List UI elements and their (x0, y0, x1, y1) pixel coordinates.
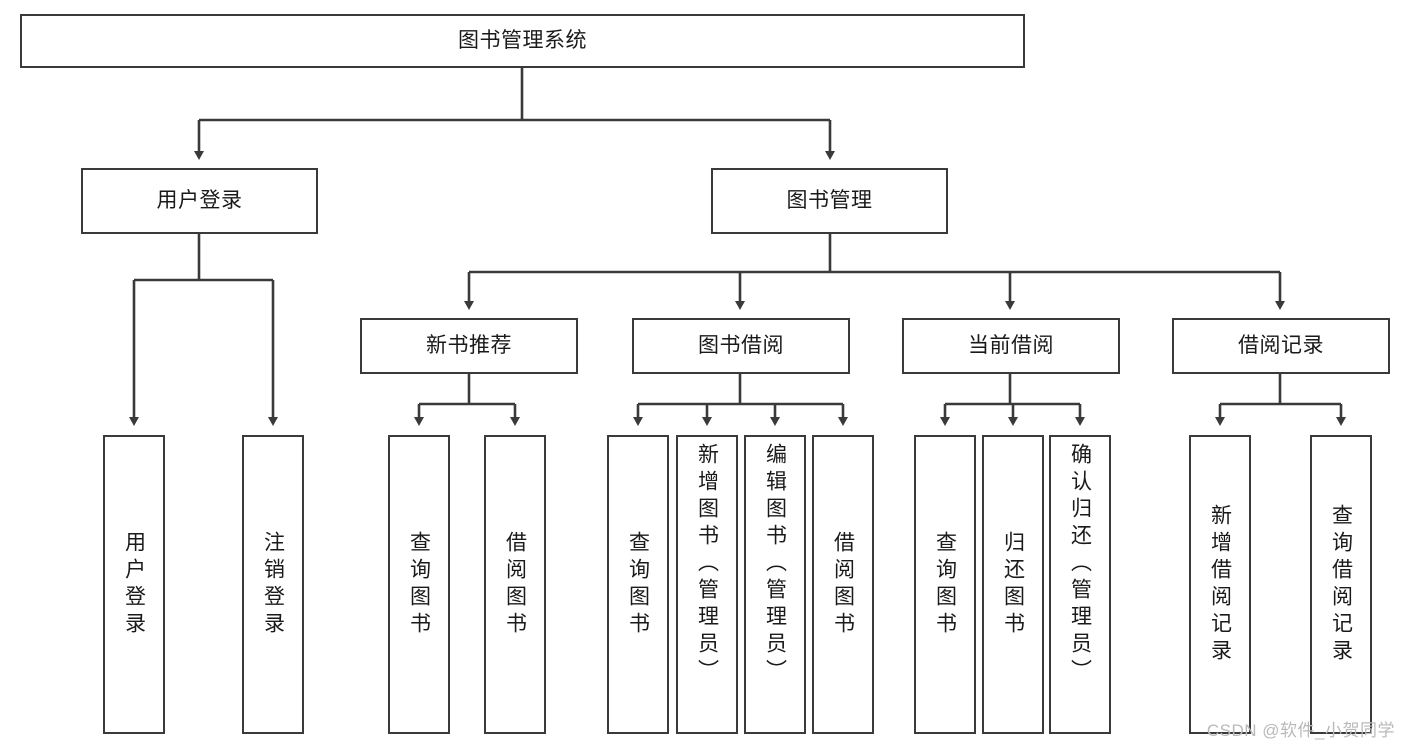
leaf-query-book-recommend[interactable]: 查询图书 (388, 435, 450, 734)
leaf-user-login[interactable]: 用户登录 (103, 435, 165, 734)
leaf-confirm-return-admin[interactable]: 确认归还（管理员） (1049, 435, 1111, 734)
node-book-management[interactable]: 图书管理 (711, 168, 948, 234)
leaf-borrow-book-recommend[interactable]: 借阅图书 (484, 435, 546, 734)
leaf-logout[interactable]: 注销登录 (242, 435, 304, 734)
node-borrow-record[interactable]: 借阅记录 (1172, 318, 1390, 374)
node-current-borrow[interactable]: 当前借阅 (902, 318, 1120, 374)
leaf-add-book-admin[interactable]: 新增图书（管理员） (676, 435, 738, 734)
watermark-text: CSDN @软件_小贺同学 (1206, 721, 1395, 740)
leaf-edit-book-admin[interactable]: 编辑图书（管理员） (744, 435, 806, 734)
leaf-query-book-current[interactable]: 查询图书 (914, 435, 976, 734)
node-new-book-recommend[interactable]: 新书推荐 (360, 318, 578, 374)
leaf-borrow-book[interactable]: 借阅图书 (812, 435, 874, 734)
node-root-system[interactable]: 图书管理系统 (20, 14, 1025, 68)
leaf-query-borrow-record[interactable]: 查询借阅记录 (1310, 435, 1372, 734)
leaf-return-book[interactable]: 归还图书 (982, 435, 1044, 734)
node-user-login[interactable]: 用户登录 (81, 168, 318, 234)
leaf-query-book-borrow[interactable]: 查询图书 (607, 435, 669, 734)
node-book-borrow[interactable]: 图书借阅 (632, 318, 850, 374)
leaf-add-borrow-record[interactable]: 新增借阅记录 (1189, 435, 1251, 734)
